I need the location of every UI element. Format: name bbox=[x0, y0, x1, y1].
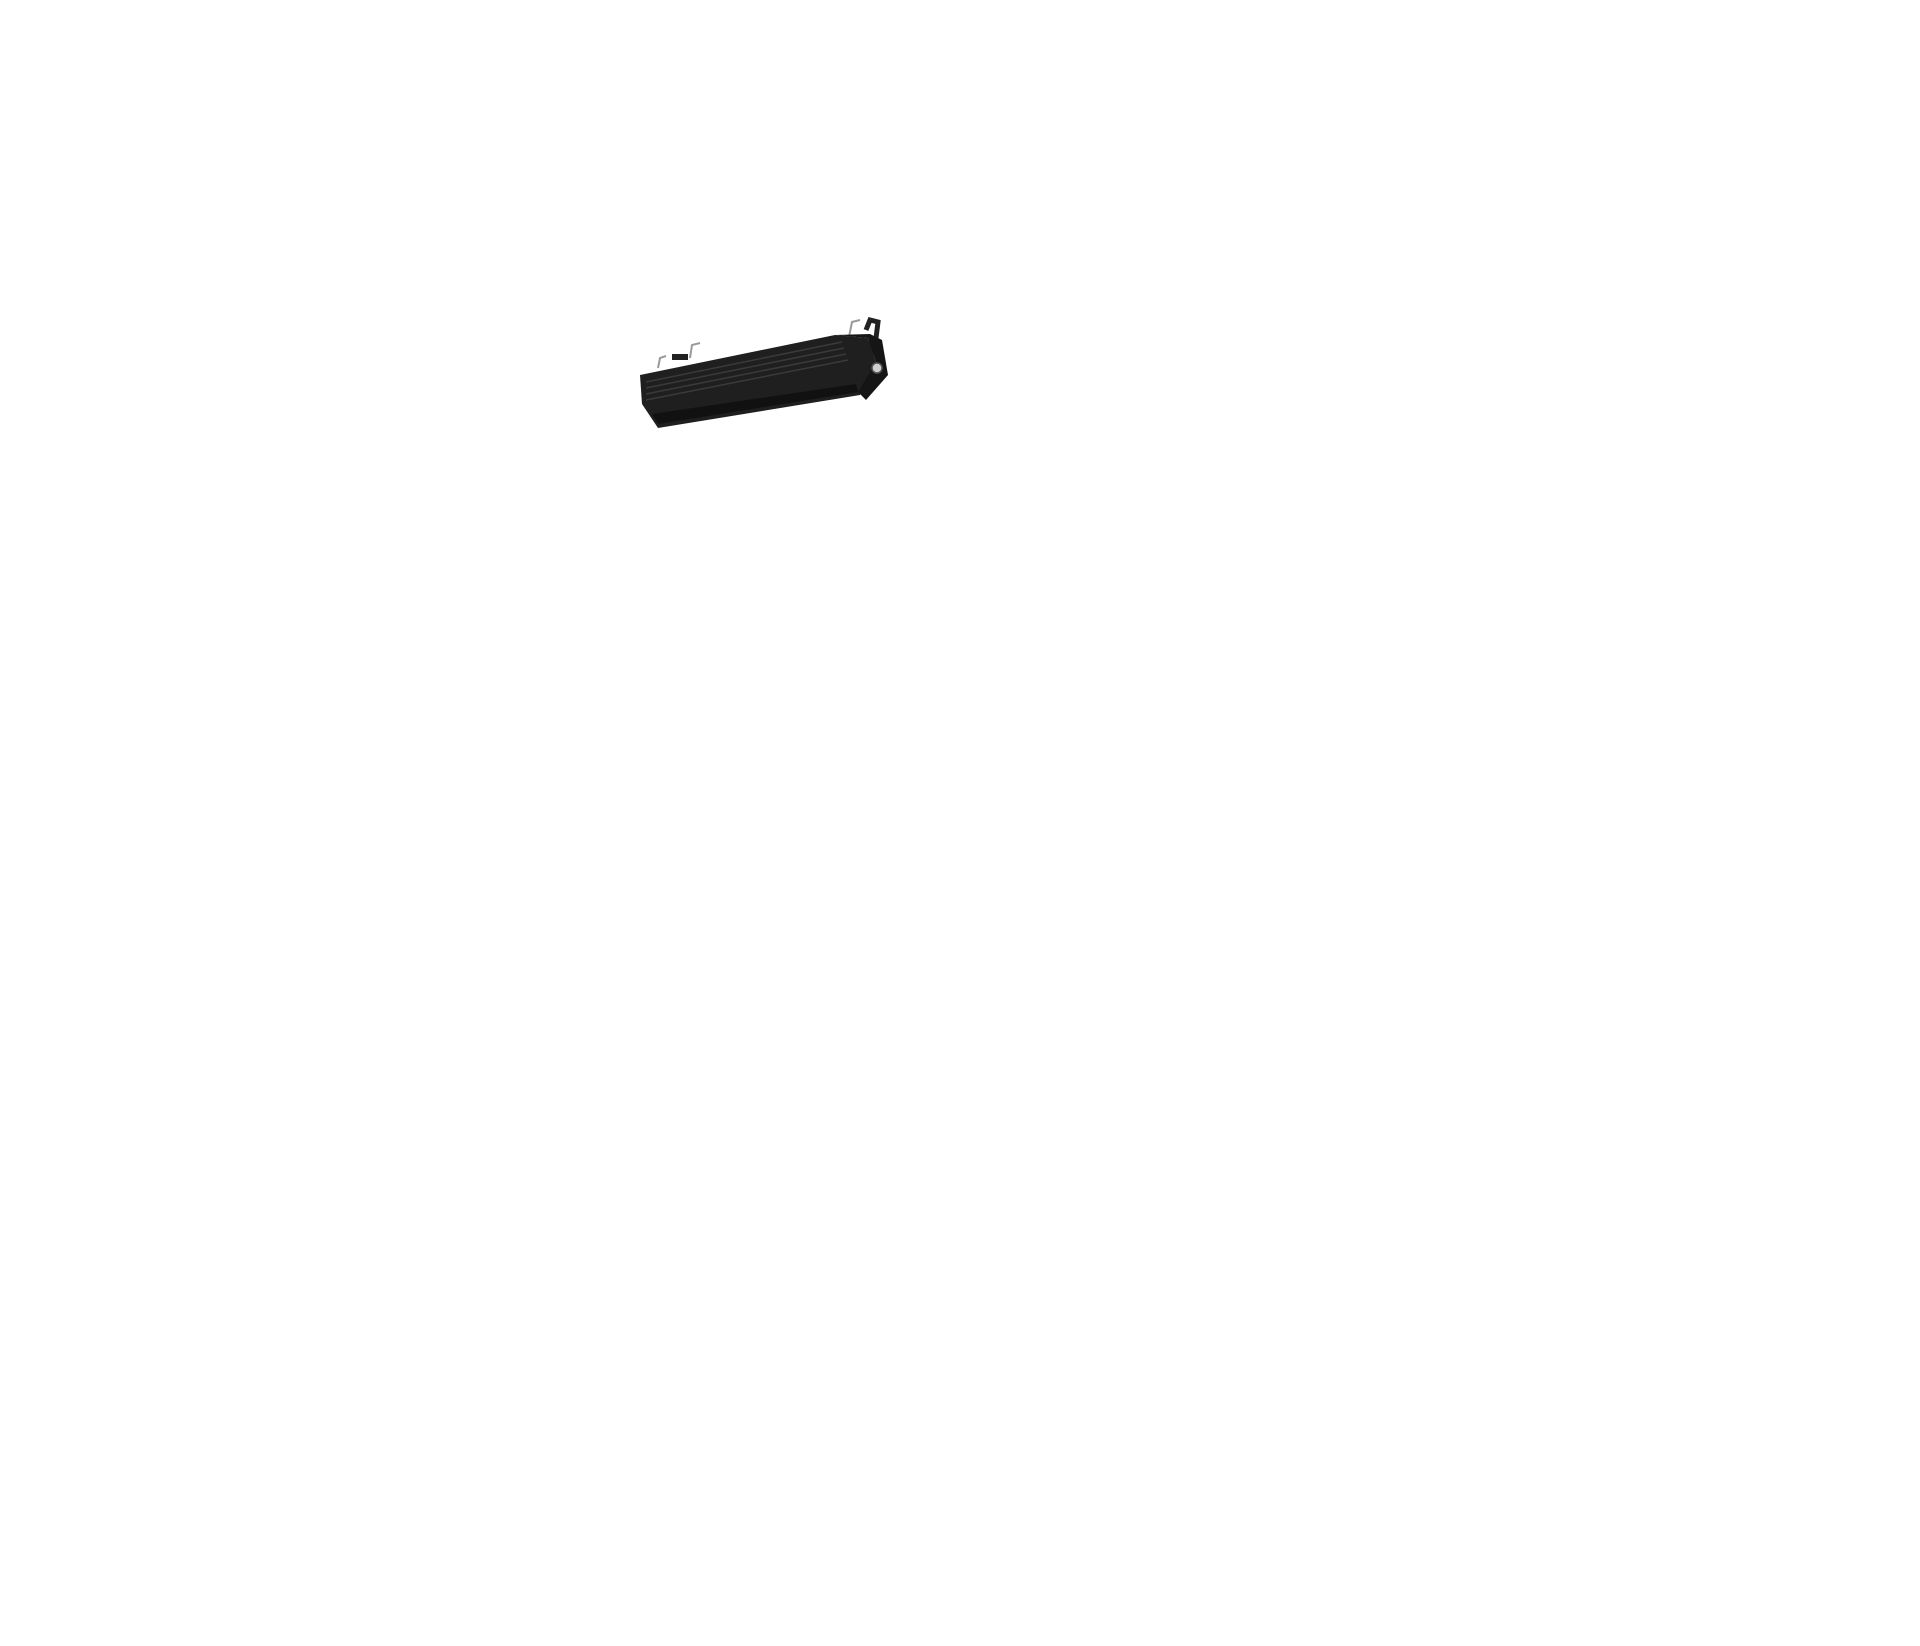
led-light-bar-image bbox=[640, 317, 888, 428]
housing-body bbox=[640, 335, 876, 428]
end-cap bbox=[835, 334, 888, 400]
adjustment-knob bbox=[871, 362, 883, 374]
mounting-bracket-left bbox=[657, 342, 701, 369]
lens-strip bbox=[652, 384, 858, 424]
product-photo bbox=[630, 300, 900, 440]
cooling-fins bbox=[645, 341, 849, 401]
